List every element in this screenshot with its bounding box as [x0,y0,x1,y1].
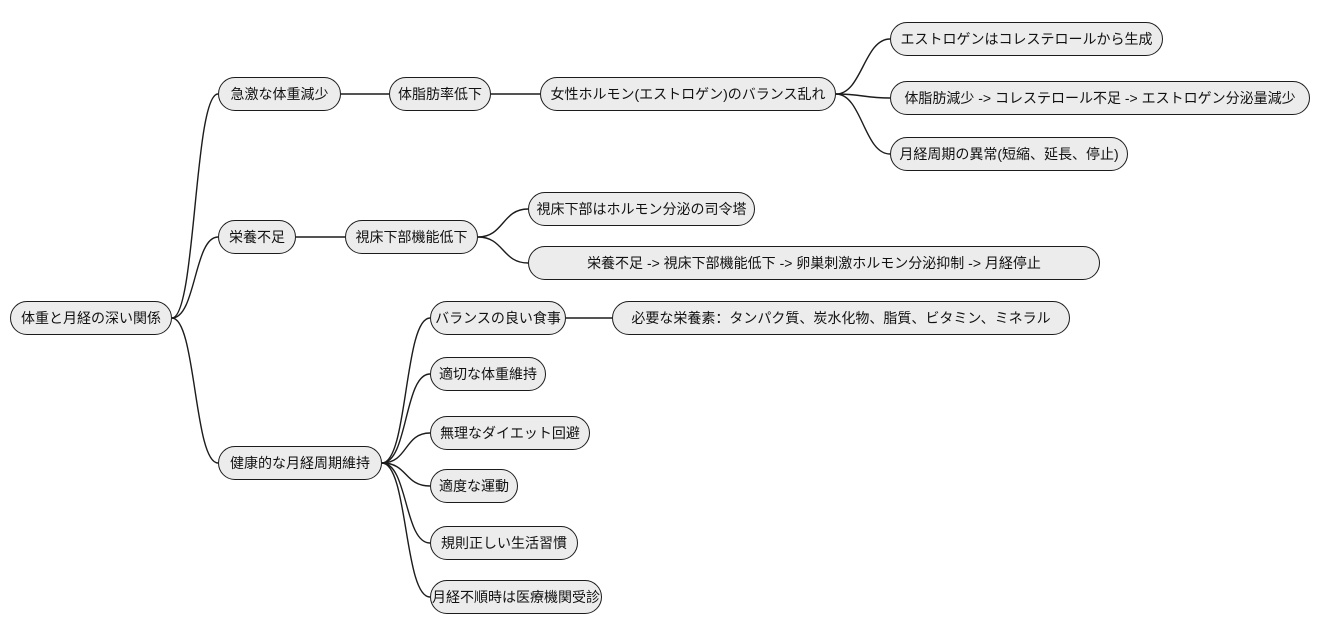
node-rapid-weight-loss: 急激な体重減少 [218,77,341,111]
edge-root-rapid [171,93,219,319]
edge-hypo-tower [477,208,529,238]
edge-healthy-doctor [381,462,431,598]
node-regular-lifestyle: 規則正しい生活習慣 [430,526,578,560]
edge-healthy-diet [381,317,431,464]
node-estrogen-from-cholesterol: エストロゲンはコレステロールから生成 [890,22,1163,56]
edge-healthy-nodiet [381,432,431,464]
edge-root-healthy [171,317,219,464]
node-moderate-exercise: 適度な運動 [430,469,518,503]
node-required-nutrients: 必要な栄養素：タンパク質、炭水化物、脂質、ビタミン、ミネラル [612,301,1070,335]
node-root: 体重と月経の深い関係 [10,301,172,335]
node-cycle-abnormality: 月経周期の異常(短縮、延長、停止) [890,137,1128,171]
edge-hormone-estro [835,38,891,95]
edge-healthy-weight [381,373,431,464]
node-hypothalamus-decline: 視床下部機能低下 [345,220,478,254]
edge-healthy-exercise [381,462,431,487]
edge-hormone-cycleab [835,93,891,155]
node-malnutrition-chain: 栄養不足 -> 視床下部機能低下 -> 卵巣刺激ホルモン分泌抑制 -> 月経停止 [528,246,1100,280]
node-hormone-imbalance: 女性ホルモン(エストロゲン)のバランス乱れ [540,77,836,111]
node-proper-weight-maintenance: 適切な体重維持 [430,357,546,391]
edge-hypo-nutchain [477,236,529,264]
edge-healthy-lifestyle [381,462,431,544]
node-healthy-cycle-maintenance: 健康的な月経周期維持 [218,446,382,480]
node-body-fat-decrease: 体脂肪率低下 [389,77,491,111]
node-see-doctor-if-irregular: 月経不順時は医療機関受診 [430,580,602,614]
node-avoid-extreme-diet: 無理なダイエット回避 [430,416,590,450]
edge-hormone-fatchain [835,93,891,99]
node-fat-loss-chain: 体脂肪減少 -> コレステロール不足 -> エストロゲン分泌量減少 [890,81,1310,115]
node-malnutrition: 栄養不足 [218,220,296,254]
node-balanced-diet: バランスの良い食事 [430,301,566,335]
node-hypothalamus-control-tower: 視床下部はホルモン分泌の司令塔 [528,192,755,226]
edge-root-nutrition [171,236,219,319]
